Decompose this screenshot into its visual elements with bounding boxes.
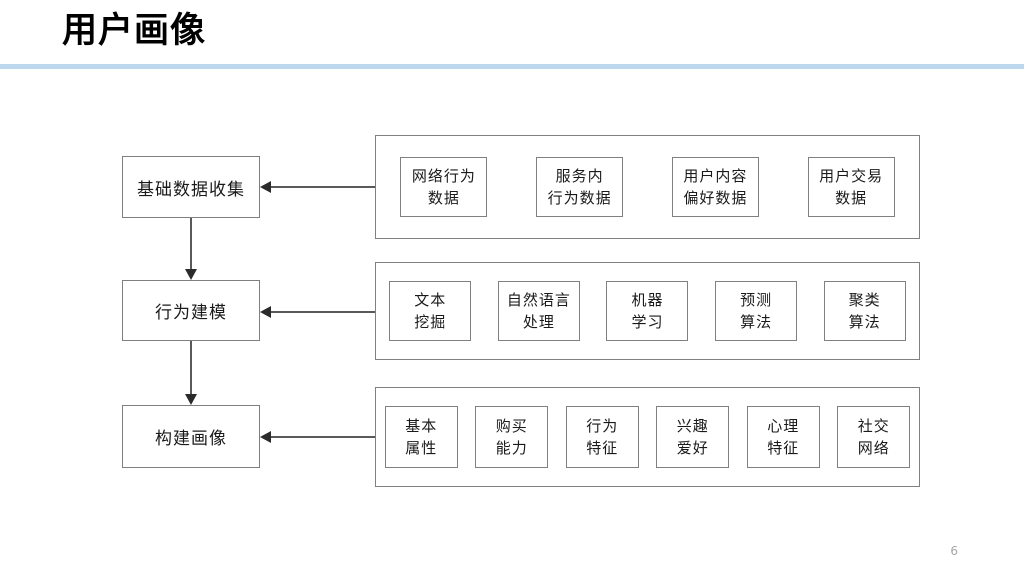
- item-line-2: 算法: [740, 313, 773, 331]
- group-panel-modeling-methods: 文本 挖掘 自然语言 处理 机器 学习 预测 算法 聚类 算法: [375, 262, 920, 360]
- item-box-purchasing-power[interactable]: 购买 能力: [475, 406, 549, 468]
- item-line-1: 机器: [631, 291, 664, 309]
- item-line-1: 预测: [740, 291, 773, 309]
- title-divider: [0, 64, 1024, 69]
- page-number: 6: [950, 544, 958, 558]
- group-items: 网络行为 数据 服务内 行为数据 用户内容 偏好数据 用户交易 数据: [376, 157, 919, 217]
- connector-group2-to-stage2-line: [271, 311, 376, 313]
- item-box-prediction-algorithm[interactable]: 预测 算法: [715, 281, 798, 341]
- stage-label: 构建画像: [155, 429, 227, 449]
- item-line-1: 社交: [857, 417, 890, 435]
- item-line-1: 购买: [495, 417, 528, 435]
- item-line-2: 数据: [835, 189, 868, 207]
- item-box-text-mining[interactable]: 文本 挖掘: [389, 281, 472, 341]
- item-box-social-network[interactable]: 社交 网络: [837, 406, 911, 468]
- connector-group2-to-stage2-arrow: [260, 306, 271, 318]
- item-box-transaction-data[interactable]: 用户交易 数据: [807, 157, 895, 217]
- item-line-2: 特征: [586, 439, 619, 457]
- item-line-1: 兴趣: [676, 417, 709, 435]
- item-box-behavior-features[interactable]: 行为 特征: [565, 406, 639, 468]
- connector-group1-to-stage1-arrow: [260, 181, 271, 193]
- item-line-1: 服务内: [555, 167, 604, 185]
- item-line-1: 基本: [405, 417, 438, 435]
- item-line-2: 挖掘: [414, 313, 447, 331]
- item-box-web-behavior-data[interactable]: 网络行为 数据: [400, 157, 488, 217]
- item-line-2: 处理: [522, 313, 555, 331]
- item-box-machine-learning[interactable]: 机器 学习: [606, 281, 689, 341]
- item-line-1: 用户内容: [683, 167, 748, 185]
- group-panel-profile-dimensions: 基本 属性 购买 能力 行为 特征 兴趣 爱好 心理 特征 社交 网络: [375, 387, 920, 487]
- page-title: 用户画像: [62, 11, 207, 51]
- connector-stage1-to-stage2-line: [190, 218, 192, 269]
- item-line-1: 行为: [586, 417, 619, 435]
- item-line-2: 特征: [767, 439, 800, 457]
- connector-group1-to-stage1-line: [271, 186, 376, 188]
- stage-box-basic-data-collection[interactable]: 基础数据收集: [122, 156, 260, 218]
- connector-group3-to-stage3-arrow: [260, 431, 271, 443]
- item-box-interests-hobbies[interactable]: 兴趣 爱好: [656, 406, 730, 468]
- item-box-content-preference-data[interactable]: 用户内容 偏好数据: [671, 157, 759, 217]
- stage-label: 基础数据收集: [137, 179, 245, 200]
- item-line-2: 算法: [848, 313, 881, 331]
- stage-box-build-profile[interactable]: 构建画像: [122, 405, 260, 468]
- stage-box-behavior-modeling[interactable]: 行为建模: [122, 280, 260, 341]
- item-line-2: 能力: [495, 439, 528, 457]
- item-box-clustering-algorithm[interactable]: 聚类 算法: [823, 281, 906, 341]
- item-line-2: 学习: [631, 313, 664, 331]
- item-line-1: 聚类: [848, 291, 881, 309]
- item-box-psychological-features[interactable]: 心理 特征: [746, 406, 820, 468]
- item-line-2: 属性: [405, 439, 438, 457]
- item-line-2: 爱好: [676, 439, 709, 457]
- group-items: 基本 属性 购买 能力 行为 特征 兴趣 爱好 心理 特征 社交 网络: [376, 406, 919, 468]
- item-line-2: 网络: [857, 439, 890, 457]
- connector-group3-to-stage3-line: [271, 436, 376, 438]
- group-items: 文本 挖掘 自然语言 处理 机器 学习 预测 算法 聚类 算法: [376, 281, 919, 341]
- item-line-2: 行为数据: [547, 189, 612, 207]
- connector-stage1-to-stage2-arrow: [185, 269, 197, 280]
- connector-stage2-to-stage3-arrow: [185, 394, 197, 405]
- connector-stage2-to-stage3-line: [190, 341, 192, 394]
- item-line-1: 自然语言: [506, 291, 571, 309]
- item-line-2: 偏好数据: [683, 189, 748, 207]
- item-box-basic-attributes[interactable]: 基本 属性: [384, 406, 458, 468]
- group-panel-data-sources: 网络行为 数据 服务内 行为数据 用户内容 偏好数据 用户交易 数据: [375, 135, 920, 239]
- item-line-1: 网络行为: [411, 167, 476, 185]
- item-line-1: 用户交易: [819, 167, 884, 185]
- item-line-1: 文本: [414, 291, 447, 309]
- item-line-1: 心理: [767, 417, 800, 435]
- stage-label: 行为建模: [155, 303, 227, 323]
- item-line-2: 数据: [427, 189, 460, 207]
- item-box-natural-language-processing[interactable]: 自然语言 处理: [497, 281, 580, 341]
- item-box-in-service-behavior-data[interactable]: 服务内 行为数据: [536, 157, 624, 217]
